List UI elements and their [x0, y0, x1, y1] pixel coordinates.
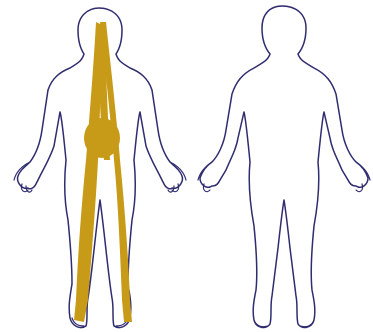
marking-abdomen-patch [84, 118, 120, 158]
front-body-markings [74, 22, 132, 322]
back-body-figure [198, 6, 370, 327]
back-body-outline [200, 6, 368, 327]
back-feet [254, 320, 314, 327]
